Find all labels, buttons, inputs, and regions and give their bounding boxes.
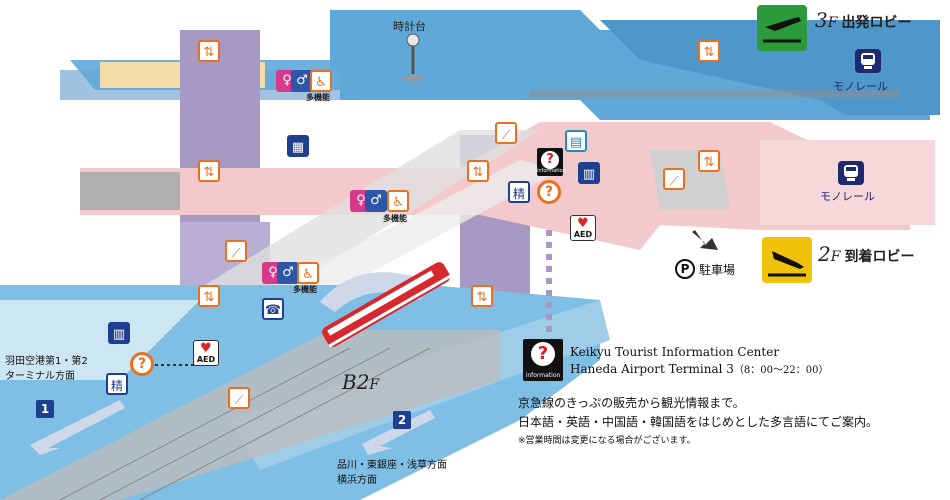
question-info-icon: ? <box>537 180 561 204</box>
floor-b2-light <box>0 300 200 380</box>
plane-arrival-icon <box>762 237 812 283</box>
ticket-machine-icon: ▤ <box>565 130 587 152</box>
direction-bottom-line2: 横浜方面 <box>337 475 377 486</box>
floor-2f-gray-left <box>80 172 180 210</box>
escalator-icon: ⟋ <box>228 387 250 409</box>
monorail-label-2f: モノレール <box>820 190 875 203</box>
tunnel-arch <box>320 272 430 312</box>
direction-arrow-bottom <box>362 410 435 455</box>
direction-left-number: 1 <box>36 400 54 418</box>
direction-arrow-left <box>30 400 125 455</box>
plane-departure-icon <box>757 5 807 51</box>
multipurpose-restroom-icon: ♿ <box>297 262 319 284</box>
clock-tower <box>403 33 423 81</box>
information-icon: ? information <box>537 148 566 176</box>
track-line-2 <box>99 347 391 500</box>
aed-icon: ♥AED <box>193 340 219 366</box>
elevator-icon: ⇅ <box>698 40 720 62</box>
multi-purpose-label: 多機能 <box>306 93 330 102</box>
track-line-1 <box>59 347 351 500</box>
info-center-name: Keikyu Tourist Information Center <box>570 345 780 359</box>
direction-bottom-number: 2 <box>393 411 411 429</box>
monorail-icon <box>838 161 864 185</box>
ticket-machine-icon: ▥ <box>108 322 130 344</box>
multipurpose-restroom-icon: ♿ <box>310 70 332 92</box>
aed-icon: ♥AED <box>570 215 596 241</box>
ticket-machine-icon: ▥ <box>578 162 600 184</box>
info-center-subtitle: Haneda Airport Terminal 3（8：00〜22：00） <box>570 361 828 376</box>
restroom-men-icon: ♂ <box>291 70 313 92</box>
track-gray <box>0 330 500 500</box>
elevator-icon: ⇅ <box>198 285 220 307</box>
escalator-icon: ⟋ <box>495 122 517 144</box>
clock-tower-label: 時計台 <box>393 20 426 33</box>
elevator-icon: ⇅ <box>467 160 489 182</box>
elevator-icon: ⇅ <box>471 285 493 307</box>
direction-left-line1: 羽田空港第1・第2 <box>5 356 88 367</box>
info-center-desc-1: 京急線のきっぷの販売から観光情報まで。 <box>518 396 745 410</box>
info-center-location: Haneda Airport Terminal 3 <box>570 362 734 376</box>
telephone-icon: ☎ <box>262 298 284 320</box>
multipurpose-restroom-icon: ♿ <box>387 190 409 212</box>
ramp <box>180 130 540 300</box>
direction-left-line2: ターミナル方面 <box>5 371 75 382</box>
parking-icon: P <box>675 259 695 279</box>
train <box>322 262 452 348</box>
restroom-men-icon: ♂ <box>277 262 299 284</box>
coin-locker-icon: ▦ <box>287 135 309 157</box>
escalator-icon: ⟋ <box>663 168 685 190</box>
info-center-note: ※営業時間は変更になる場合がございます。 <box>518 436 696 446</box>
multi-purpose-label: 多機能 <box>383 214 407 223</box>
escalator-icon: ⟋ <box>225 240 247 262</box>
parking-label: 駐車場 <box>699 263 736 277</box>
tourist-counter-icon: 精 <box>508 181 530 203</box>
monorail-label-3f: モノレール <box>833 80 888 93</box>
information-icon: ? information <box>523 339 563 381</box>
parking-arrow <box>692 230 718 250</box>
elevator-icon: ⇅ <box>198 160 220 182</box>
track-line-3 <box>139 347 431 500</box>
elevator-icon: ⇅ <box>698 150 720 172</box>
restroom-men-icon: ♂ <box>365 190 387 212</box>
floor-3f-gray-band <box>530 90 900 98</box>
direction-bottom-line1: 品川・東銀座・浅草方面 <box>337 460 447 471</box>
tourist-counter-icon: 精 <box>106 373 128 395</box>
ramp-lower <box>250 160 560 300</box>
multi-purpose-label: 多機能 <box>293 285 317 294</box>
info-center-hours: （8：00〜22：00） <box>733 365 829 376</box>
question-info-icon: ? <box>130 352 154 376</box>
info-center-desc-2: 日本語・英語・中国語・韓国語をはじめとした多言語にてご案内。 <box>518 415 879 429</box>
floor-b2-label: B2F <box>342 370 380 394</box>
elevator-icon: ⇅ <box>198 40 220 62</box>
monorail-icon <box>855 49 881 73</box>
